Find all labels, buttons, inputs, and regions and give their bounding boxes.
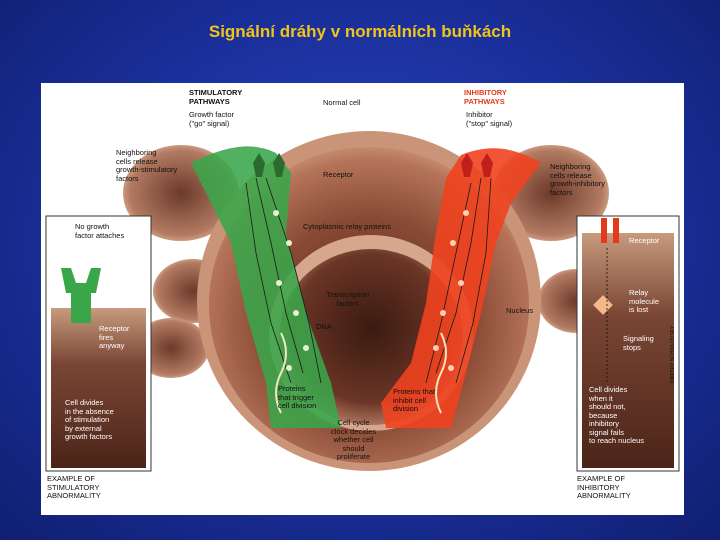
left-cell-divides-label: Cell divides in the absence of stimulati…	[65, 399, 114, 442]
stimulatory-header: STIMULATORY PATHWAYS	[189, 89, 242, 106]
normal-cell-label: Normal cell	[323, 99, 361, 108]
cytoplasmic-label: Cytoplasmic relay proteins	[303, 223, 391, 232]
receptor-fires-label: Receptor fires anyway	[99, 325, 129, 351]
cell-cycle-label: Cell cycle clock decides whether cell sh…	[331, 419, 376, 462]
signaling-pathways-figure: STIMULATORY PATHWAYS INHIBITORY PATHWAYS…	[41, 83, 684, 515]
slide-title: Signální dráhy v normálních buňkách	[0, 22, 720, 42]
growth-factor-label: Growth factor ("go" signal)	[189, 111, 234, 128]
neighboring-growth-label: Neighboring cells release growth-stimula…	[116, 149, 177, 183]
right-inset-receptor-a	[601, 218, 607, 243]
receptor-label: Receptor	[323, 171, 353, 180]
right-inset-receptor-b	[613, 218, 619, 243]
inhibitory-header: INHIBITORY PATHWAYS	[464, 89, 507, 106]
dna-label: DNA	[316, 323, 332, 332]
inhibitor-label: Inhibitor ("stop" signal)	[466, 111, 512, 128]
nucleus-label: Nucleus	[506, 307, 533, 316]
illustrator-credit: DIMITRY SCHIDLOVSKY	[671, 326, 676, 383]
neighboring-inhibit-label: Neighboring cells release growth-inhibit…	[550, 163, 605, 197]
relay-lost-label: Relay molecule is lost	[629, 289, 659, 315]
right-cell-divides-label: Cell divides when it should not, because…	[589, 386, 644, 446]
proteins-trigger-label: Proteins that trigger cell division	[278, 385, 316, 411]
signaling-stops-label: Signaling stops	[623, 335, 654, 352]
right-receptor-label: Receptor	[629, 237, 659, 246]
transcription-label: Transcription factors	[326, 291, 369, 308]
left-caption: EXAMPLE OF STIMULATORY ABNORMALITY	[47, 475, 101, 501]
proteins-inhibit-label: Proteins that inhibit cell division	[393, 388, 435, 414]
right-caption: EXAMPLE OF INHIBITORY ABNORMALITY	[577, 475, 631, 501]
no-growth-label: No growth factor attaches	[75, 223, 124, 240]
